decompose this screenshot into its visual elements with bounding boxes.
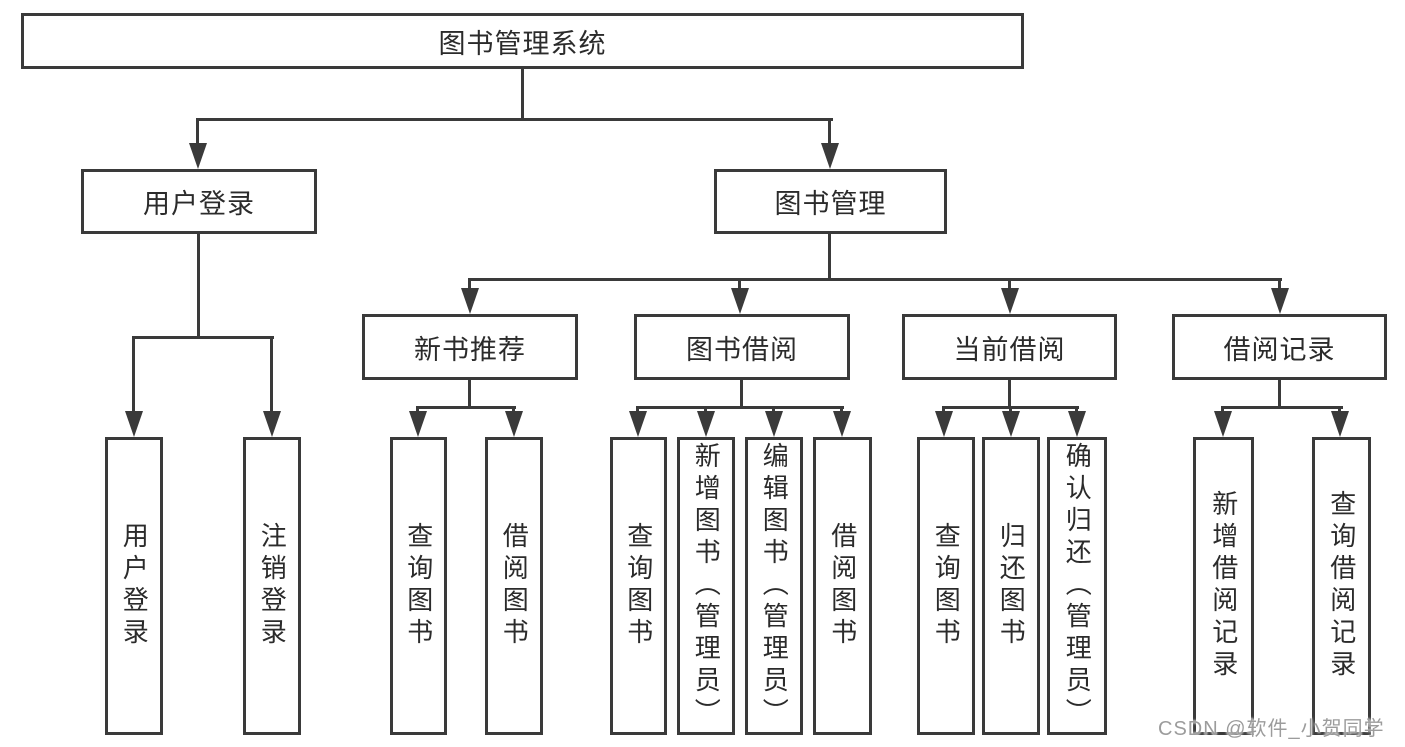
node-book-management: 图书管理 [714, 169, 947, 234]
down-arrow-icon [1002, 411, 1020, 437]
connector-recommend-hline [416, 406, 516, 409]
connector-user-login-hline [132, 336, 274, 339]
connector-stem [132, 336, 135, 413]
connector-stem [636, 406, 639, 414]
node-label: 借阅记录 [1223, 334, 1336, 365]
down-arrow-icon [629, 411, 647, 437]
node-label: 新增图书（管理员） [691, 442, 722, 730]
connector-stem [738, 278, 741, 290]
connector-stem [1278, 278, 1281, 290]
connector-borrowing-vline [740, 380, 743, 408]
node-label: 查询图书 [931, 522, 962, 650]
connector-stem [840, 406, 843, 414]
node-borrowing-records: 借阅记录 [1172, 314, 1387, 380]
node-label: 查询图书 [403, 522, 434, 650]
down-arrow-icon [189, 143, 207, 169]
node-return-books: 归还图书 [982, 437, 1040, 735]
node-book-borrowing: 图书借阅 [634, 314, 850, 380]
node-label: 确认归还（管理员） [1062, 442, 1093, 730]
node-query-books-borrowing: 查询图书 [610, 437, 667, 735]
down-arrow-icon [935, 411, 953, 437]
node-add-borrow-record: 新增借阅记录 [1193, 437, 1254, 735]
node-label: 图书管理系统 [438, 28, 607, 59]
connector-stem [1221, 406, 1224, 414]
connector-stem [828, 118, 831, 145]
connector-stem [1009, 406, 1012, 414]
node-logout: 注销登录 [243, 437, 301, 735]
connector-records-vline [1278, 380, 1281, 408]
node-label: 新增借阅记录 [1208, 490, 1239, 682]
csdn-watermark: CSDN @软件_小贺同学 [1158, 718, 1385, 740]
node-confirm-return-admin: 确认归还（管理员） [1047, 437, 1107, 735]
node-query-books-current: 查询图书 [917, 437, 975, 735]
connector-stem [512, 406, 515, 414]
down-arrow-icon [1001, 288, 1019, 314]
connector-stem [1338, 406, 1341, 414]
node-label: 查询借阅记录 [1326, 490, 1357, 682]
node-label: 借阅图书 [499, 522, 530, 650]
connector-stem [416, 406, 419, 414]
down-arrow-icon [1214, 411, 1232, 437]
node-new-book-recommend: 新书推荐 [362, 314, 578, 380]
down-arrow-icon [1068, 411, 1086, 437]
node-add-books-admin: 新增图书（管理员） [677, 437, 735, 735]
node-label: 注销登录 [257, 522, 288, 650]
node-user-login-leaf: 用户登录 [105, 437, 163, 735]
connector-root-vline [521, 67, 524, 120]
node-label: 借阅图书 [827, 522, 858, 650]
connector-stem [196, 118, 199, 145]
connector-user-login-vline [197, 234, 200, 337]
down-arrow-icon [409, 411, 427, 437]
down-arrow-icon [821, 143, 839, 169]
down-arrow-icon [263, 411, 281, 437]
node-label: 图书管理 [774, 189, 887, 219]
node-borrow-books-recommend: 借阅图书 [485, 437, 543, 735]
node-label: 当前借阅 [953, 334, 1066, 365]
down-arrow-icon [731, 288, 749, 314]
connector-stem [468, 278, 471, 290]
node-label: 图书借阅 [686, 334, 798, 365]
node-query-books-recommend: 查询图书 [390, 437, 447, 735]
node-label: 用户登录 [119, 522, 150, 650]
node-library-management-system: 图书管理系统 [21, 13, 1024, 69]
node-user-login: 用户登录 [81, 169, 317, 234]
node-label: 新书推荐 [414, 334, 526, 365]
connector-book-management-hline [468, 278, 1282, 281]
node-label: 用户登录 [143, 189, 255, 219]
connector-stem [704, 406, 707, 414]
node-borrow-books-borrowing: 借阅图书 [813, 437, 872, 735]
connector-stem [942, 406, 945, 414]
down-arrow-icon [697, 411, 715, 437]
down-arrow-icon [505, 411, 523, 437]
connector-records-hline [1221, 406, 1343, 409]
node-label: 归还图书 [996, 522, 1027, 650]
connector-recommend-vline [468, 380, 471, 408]
down-arrow-icon [461, 288, 479, 314]
node-current-borrowing: 当前借阅 [902, 314, 1117, 380]
connector-stem [1008, 278, 1011, 290]
connector-stem [1075, 406, 1078, 414]
node-label: 查询图书 [623, 522, 654, 650]
down-arrow-icon [1271, 288, 1289, 314]
connector-stem [772, 406, 775, 414]
down-arrow-icon [833, 411, 851, 437]
down-arrow-icon [1331, 411, 1349, 437]
connector-root-hline [197, 118, 833, 121]
connector-current-vline [1008, 380, 1011, 408]
node-edit-books-admin: 编辑图书（管理员） [745, 437, 803, 735]
connector-borrowing-hline [636, 406, 844, 409]
node-query-borrow-record: 查询借阅记录 [1312, 437, 1371, 735]
down-arrow-icon [125, 411, 143, 437]
down-arrow-icon [765, 411, 783, 437]
node-label: 编辑图书（管理员） [759, 442, 790, 730]
connector-stem [270, 336, 273, 413]
connector-book-management-vline [828, 234, 831, 280]
